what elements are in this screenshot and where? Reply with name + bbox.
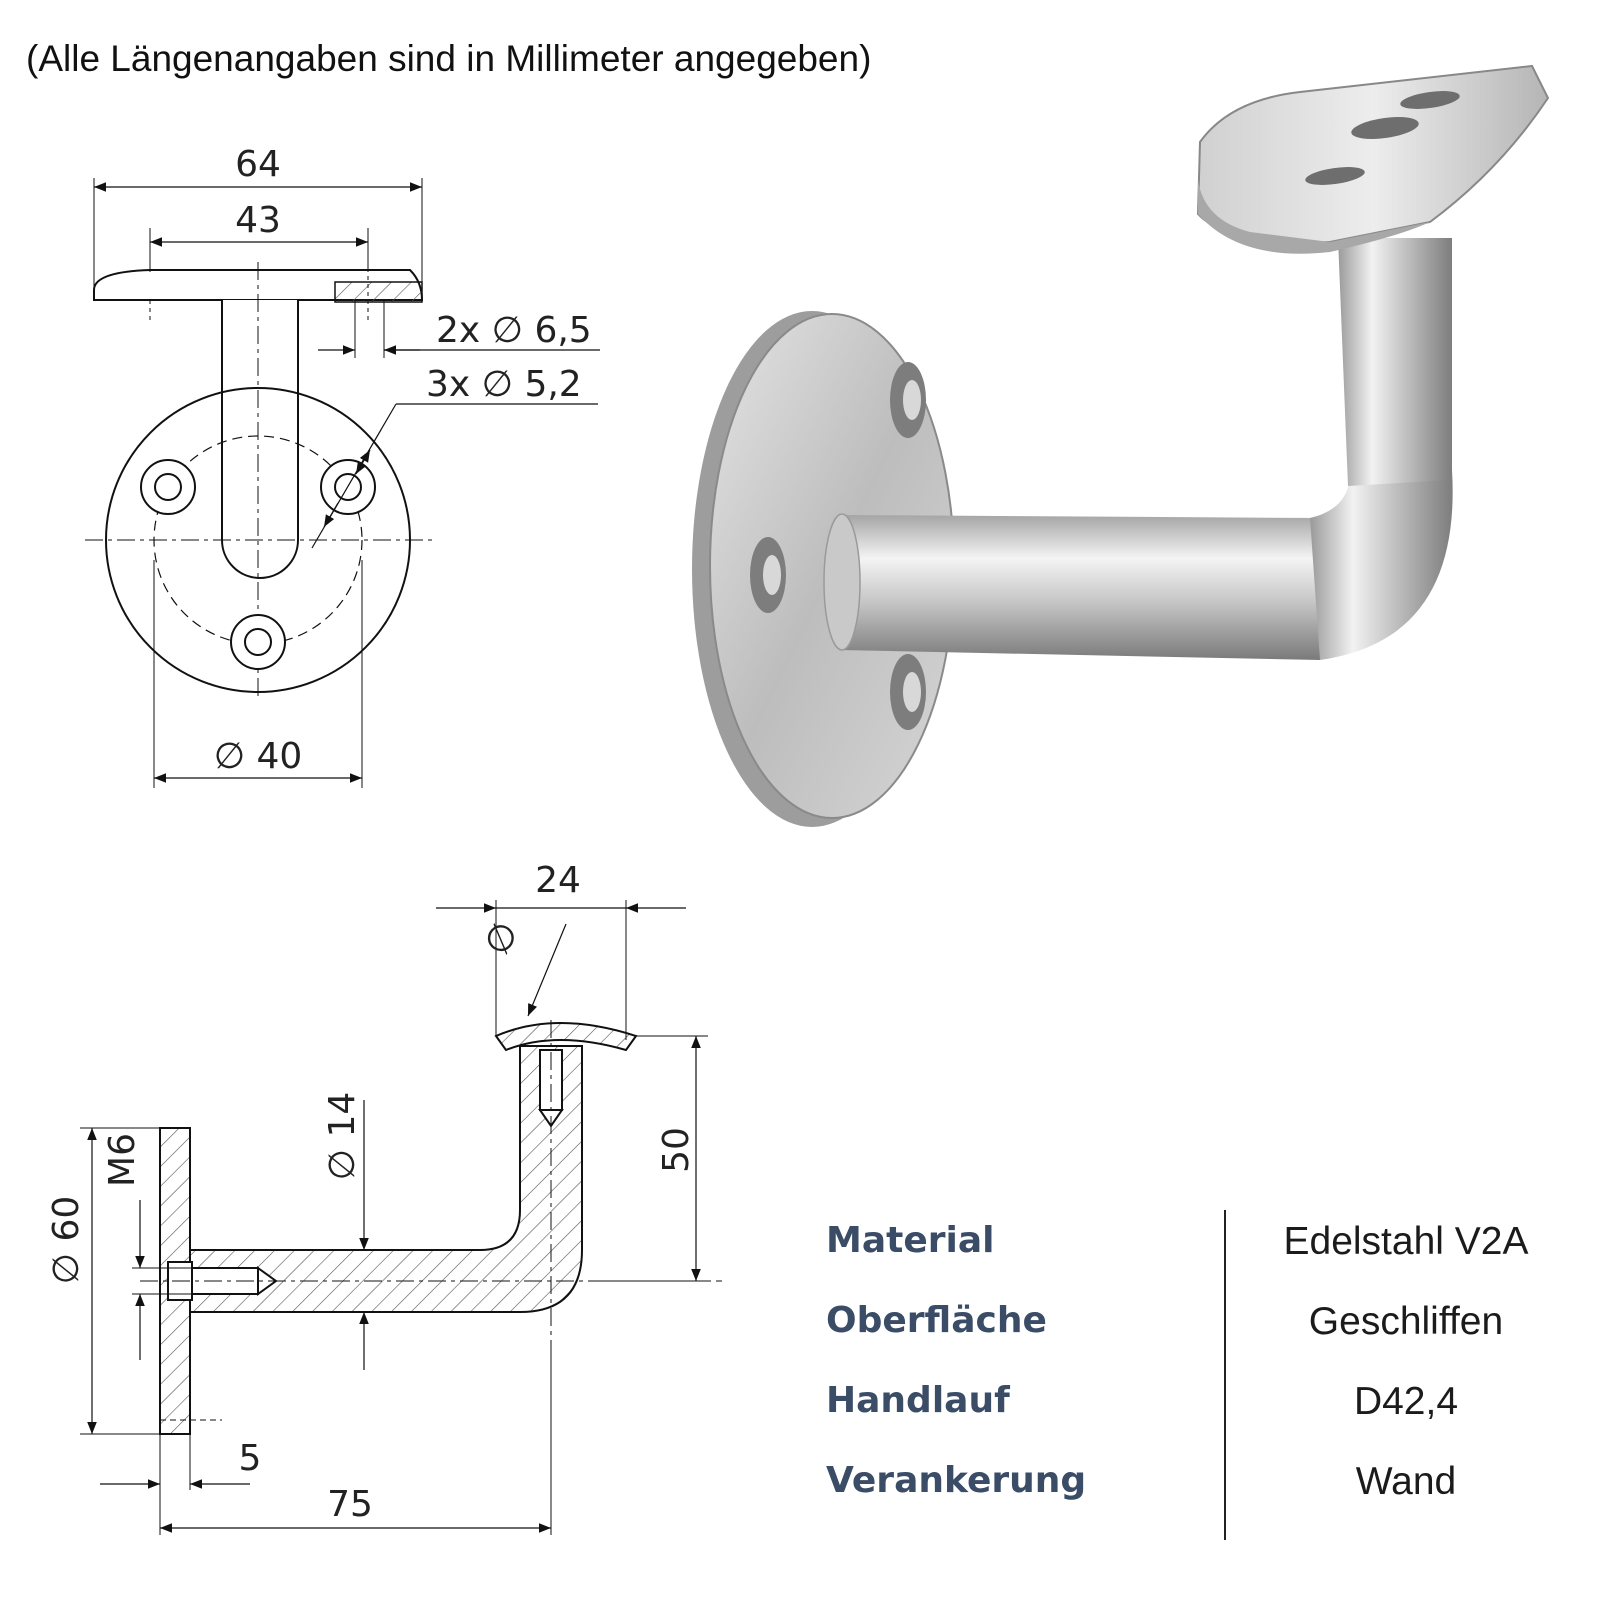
spec-label: Material [826,1220,995,1261]
base-hole-bottom [230,614,286,670]
spec-row-surface: Oberfläche Geschliffen [826,1300,1586,1360]
dim-holes-saddle: 2x ∅ 6,5 [436,310,592,351]
spec-divider [1224,1210,1226,1540]
spec-value: D42,4 [1353,1380,1459,1423]
dim-width-inner: 43 [235,200,281,241]
saddle-hole-section [334,281,423,303]
saddle-slot-1 [1400,91,1460,109]
product-render [692,64,1550,827]
dim-height: 50 [656,1127,697,1173]
spec-row-handrail: Handlauf D42,4 [826,1380,1586,1440]
arm-horizontal [840,515,1320,660]
spec-label: Handlauf [826,1380,1010,1421]
spec-value: Edelstahl V2A [1283,1220,1529,1263]
dim-projection: 75 [327,1484,373,1525]
dim-pitch-circle: ∅ 40 [214,736,303,777]
spec-table: Material Edelstahl V2A Oberfläche Geschl… [826,1210,1586,1540]
dim-width-outer: 64 [235,144,281,185]
dim-saddle-diameter: ∅ [476,915,527,962]
saddle-section [494,1022,638,1052]
base-hole-left [140,459,196,515]
spec-value: Geschliffen [1308,1300,1504,1343]
spec-row-material: Material Edelstahl V2A [826,1220,1586,1280]
units-note: (Alle Längenangaben sind in Millimeter a… [26,38,872,79]
spec-label: Verankerung [826,1460,1087,1501]
arm-bend [1310,470,1453,660]
top-view [85,178,600,788]
top-view-labels: 64 43 2x ∅ 6,5 3x ∅ 5,2 ∅ 40 [214,144,592,777]
dim-tube-diameter: ∅ 14 [322,1092,363,1181]
dim-thread: M6 [102,1133,143,1187]
side-view-labels: 24 ∅ ∅ 14 50 M6 ∅ 60 5 75 [46,860,697,1525]
dim-plate-thickness: 5 [239,1438,262,1479]
dim-plate-diameter: ∅ 60 [46,1196,87,1285]
dim-holes-base: 3x ∅ 5,2 [426,364,582,405]
spec-label: Oberfläche [826,1300,1047,1341]
arm-vertical [1338,238,1452,486]
side-view [80,900,722,1535]
stem-outline [221,300,299,579]
dim-saddle-width: 24 [535,860,581,901]
spec-value: Wand [1355,1460,1457,1503]
spec-row-anchoring: Verankerung Wand [826,1460,1586,1520]
saddle-slot-3 [1305,167,1365,185]
saddle-slot-2 [1351,117,1419,139]
saddle-plate [1196,64,1550,244]
